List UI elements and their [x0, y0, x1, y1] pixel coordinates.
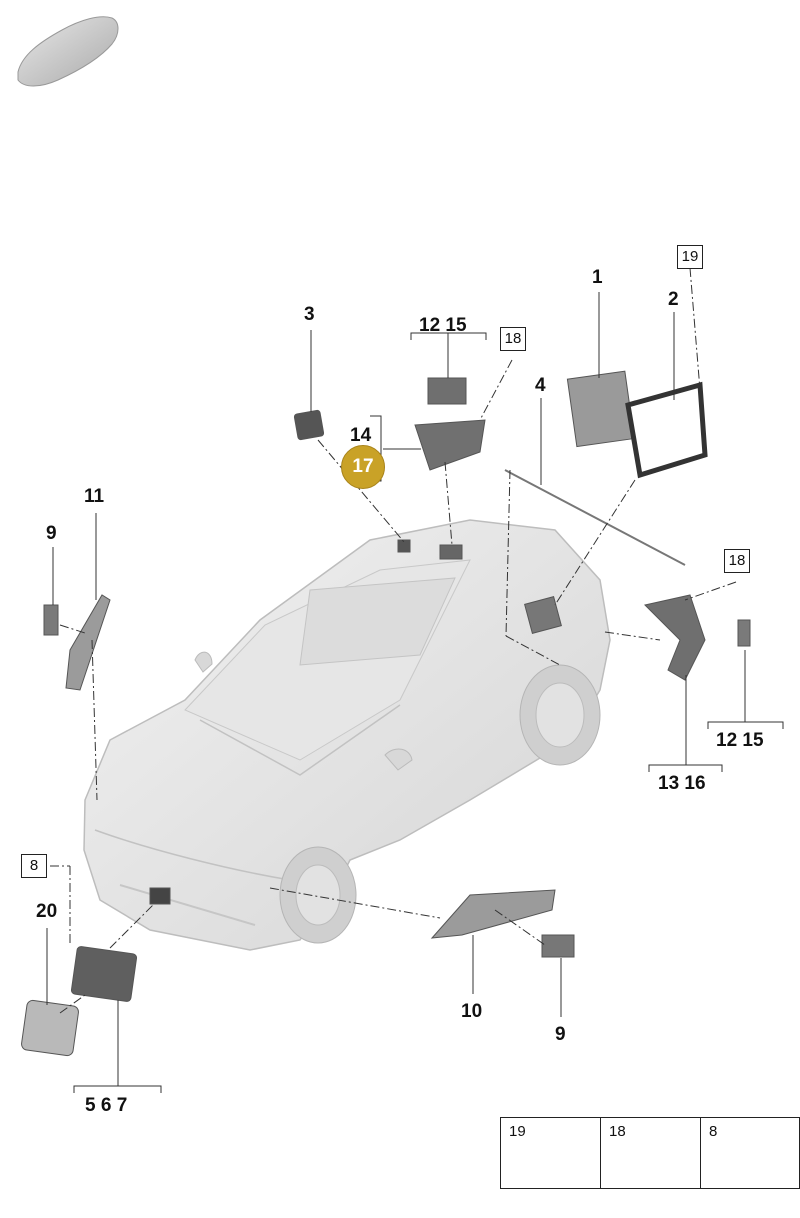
module-14 — [414, 419, 486, 471]
label-2: 2 — [668, 289, 679, 310]
label-12-15-right: 12 15 — [716, 730, 764, 751]
bracket-13-16 — [644, 594, 706, 681]
antenna-cable-4 — [504, 469, 686, 566]
control-unit-1 — [566, 370, 635, 448]
module-3 — [293, 409, 325, 441]
roof-sensor — [439, 544, 463, 560]
label-5-6-7: 5 6 7 — [85, 1095, 128, 1116]
label-20: 20 — [36, 901, 58, 922]
legend-cell-18: 18 — [600, 1118, 699, 1188]
vehicle-silhouette — [83, 519, 611, 951]
bracket-inner — [524, 596, 562, 634]
front-sensor — [149, 887, 171, 905]
label-12-15-top: 12 15 — [419, 315, 467, 336]
leader-lines — [46, 292, 784, 1093]
legend-ref-18: 18 — [609, 1123, 626, 1140]
module-12-15 — [427, 377, 467, 405]
dash-dot-lines — [33, 267, 737, 1014]
ref-box-19: 19 — [677, 245, 703, 269]
module-12-15-right — [737, 619, 751, 647]
sensor-5-6-7 — [70, 946, 138, 1002]
label-9-left: 9 — [46, 523, 57, 544]
label-11: 11 — [84, 486, 105, 507]
label-1: 1 — [592, 267, 603, 288]
module-9-left — [43, 604, 59, 636]
hardware-legend: 19 18 8 — [500, 1117, 800, 1189]
legend-cell-8: 8 — [700, 1118, 799, 1188]
ref-box-8: 8 — [21, 854, 47, 878]
light-strip-11 — [65, 594, 111, 691]
module-9-right — [541, 934, 575, 958]
label-9-right: 9 — [555, 1024, 566, 1045]
car-thumbnail-icon — [17, 16, 119, 87]
label-10: 10 — [461, 1001, 483, 1022]
component-parts — [21, 370, 751, 1057]
legend-cell-19: 19 — [501, 1118, 599, 1188]
label-3: 3 — [304, 304, 315, 325]
cover-20 — [21, 999, 79, 1057]
legend-ref-19: 19 — [509, 1123, 526, 1140]
highlighted-part-17[interactable]: 17 — [341, 445, 385, 489]
bracket-2 — [625, 381, 708, 479]
label-13-16: 13 16 — [658, 773, 706, 794]
ref-box-18-top: 18 — [500, 327, 526, 351]
legend-ref-8: 8 — [709, 1123, 718, 1140]
roof-module — [397, 539, 411, 553]
label-14: 14 — [350, 425, 372, 446]
light-strip-10 — [430, 889, 556, 939]
ref-box-18-right: 18 — [724, 549, 750, 573]
label-4: 4 — [535, 375, 546, 396]
